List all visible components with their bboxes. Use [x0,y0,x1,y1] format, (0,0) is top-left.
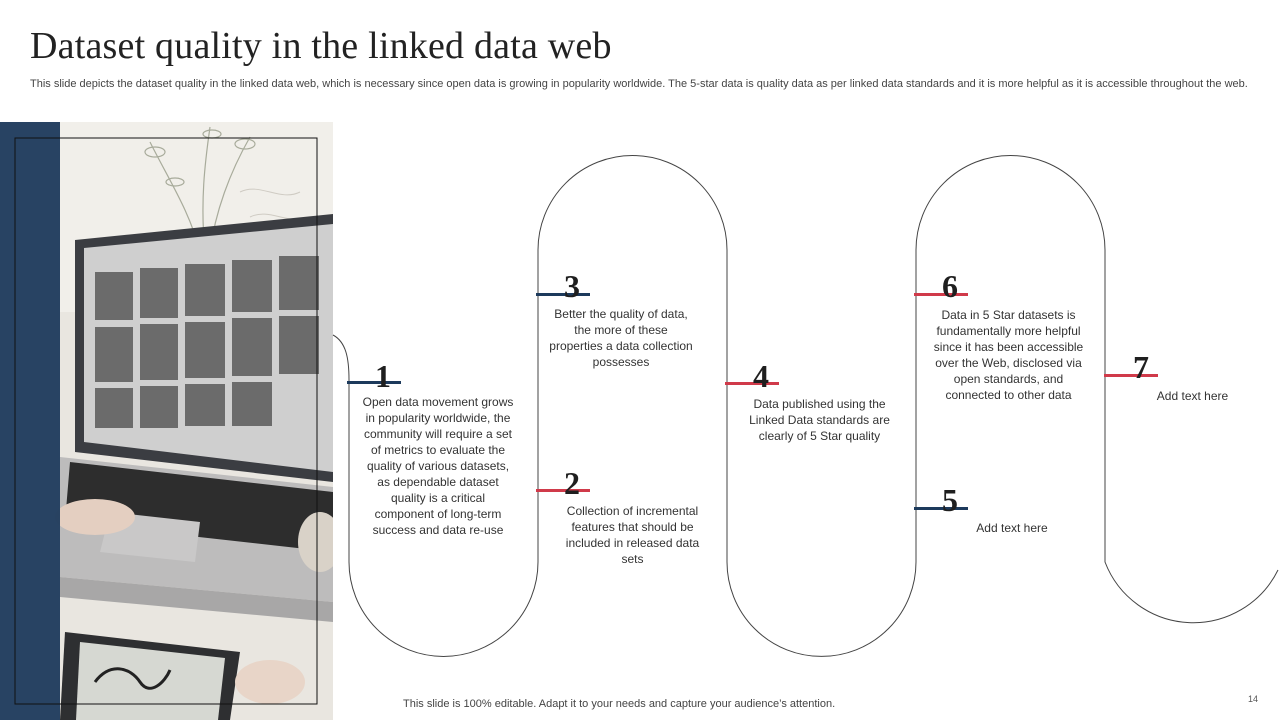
step-6-number: 6 [942,268,958,304]
step-4-text: Data published using the Linked Data sta… [749,397,890,443]
step-6-text: Data in 5 Star datasets is fundamentally… [933,308,1084,402]
step-7-text: Add text here [1156,389,1229,403]
step-4-number: 4 [753,358,769,394]
step-5-text: Add text here [976,521,1048,535]
step-3-bar [536,293,590,296]
step-1-number: 1 [375,358,391,394]
step-2-number: 2 [564,465,580,501]
step-1-text: Open data movement grows in popularity w… [362,395,514,537]
step-1-bar [347,381,401,384]
step-3-text: Better the quality of data, the more of … [549,307,693,369]
step-4-bar [725,382,779,385]
step-5-bar [914,507,968,510]
step-7-number: 7 [1133,349,1149,385]
step-2-bar [536,489,590,492]
slide-title: Dataset quality in the linked data web [30,25,612,67]
laptop-photo [0,122,333,720]
step-5-number: 5 [942,482,958,518]
page-number: 14 [1247,694,1258,704]
step-2-text: Collection of incremental features that … [565,504,700,566]
step-6-bar [914,293,968,296]
slide-subtitle: This slide depicts the dataset quality i… [30,78,1248,90]
step-7-bar [1104,374,1158,377]
step-3-number: 3 [564,268,580,304]
slide-footer: This slide is 100% editable. Adapt it to… [403,698,836,710]
